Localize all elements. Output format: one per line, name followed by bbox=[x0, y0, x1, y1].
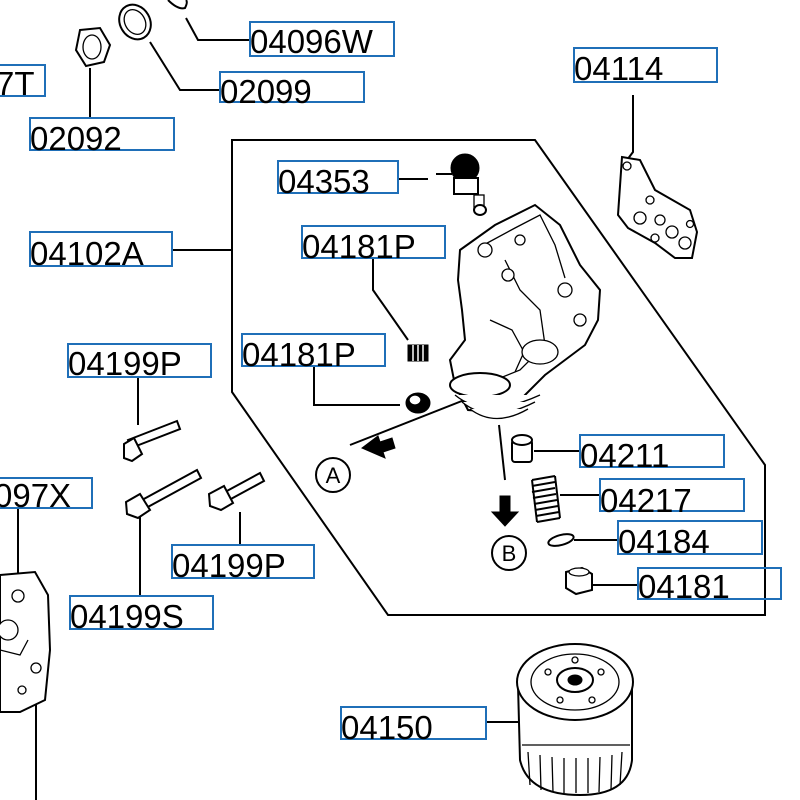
callout-04114-box[interactable] bbox=[573, 47, 718, 83]
bolt-04199p-upper bbox=[123, 419, 182, 463]
bracket-04114 bbox=[616, 155, 699, 259]
callout-04199p-low[interactable]: 04199P bbox=[171, 544, 315, 584]
view-marker-a: A bbox=[315, 457, 351, 493]
gasket-02099 bbox=[118, 3, 152, 41]
callout-04096w-text: 04096W bbox=[250, 23, 374, 60]
callout-04217-box[interactable] bbox=[599, 478, 745, 512]
oil-filter-04150 bbox=[516, 643, 634, 797]
callout-04181p-top[interactable]: 04181P bbox=[301, 225, 446, 265]
plug-04181p-round bbox=[405, 392, 431, 414]
callout-04114-text: 04114 bbox=[574, 50, 663, 87]
engine-block-fragment bbox=[0, 570, 52, 713]
view-arrow-b bbox=[490, 495, 520, 527]
callout-04181p-mid-text: 04181P bbox=[242, 336, 356, 373]
callout-04181p-top-box[interactable] bbox=[301, 225, 446, 259]
callout-04199p-low-box[interactable] bbox=[171, 544, 315, 579]
gasket-02092 bbox=[74, 26, 112, 68]
bolt-04199s bbox=[124, 468, 203, 520]
spring-04217 bbox=[531, 475, 561, 523]
callout-7t[interactable]: 7T bbox=[0, 64, 46, 102]
callout-04211[interactable]: 04211 bbox=[579, 434, 725, 474]
callout-04184-box[interactable] bbox=[617, 520, 763, 555]
view-arrow-a bbox=[361, 435, 396, 459]
callout-04184-text: 04184 bbox=[618, 523, 710, 560]
callout-04102a[interactable]: 04102A bbox=[29, 231, 173, 272]
callout-04353-box[interactable] bbox=[277, 160, 399, 194]
callout-04181[interactable]: 04181 bbox=[637, 567, 782, 605]
callout-04181p-mid-box[interactable] bbox=[241, 333, 386, 367]
callout-04217[interactable]: 04217 bbox=[599, 478, 745, 519]
callout-04181-box[interactable] bbox=[637, 567, 782, 600]
callout-04353-text: 04353 bbox=[278, 163, 370, 200]
callout-097x-box[interactable] bbox=[0, 477, 93, 509]
callout-04181p-mid[interactable]: 04181P bbox=[241, 333, 386, 373]
callout-04199p-left-text: 04199P bbox=[68, 345, 182, 382]
callout-04199s-text: 04199S bbox=[70, 598, 184, 635]
valve-04211 bbox=[511, 434, 533, 463]
callout-04211-box[interactable] bbox=[579, 434, 725, 468]
callout-04199p-left[interactable]: 04199P bbox=[67, 343, 212, 382]
callout-04211-text: 04211 bbox=[580, 437, 669, 474]
view-marker-b-label: B bbox=[502, 541, 517, 566]
callout-04217-text: 04217 bbox=[600, 482, 692, 519]
plug-04181 bbox=[565, 566, 593, 596]
callout-04199p-left-box[interactable] bbox=[67, 343, 212, 378]
callout-04181-text: 04181 bbox=[638, 568, 730, 605]
callout-7t-box[interactable] bbox=[0, 64, 46, 97]
callout-04184[interactable]: 04184 bbox=[617, 520, 763, 560]
callout-02092-text: 02092 bbox=[30, 120, 122, 157]
callout-7t-text: 7T bbox=[0, 65, 35, 102]
callout-04181p-top-text: 04181P bbox=[302, 228, 416, 265]
callout-04096w[interactable]: 04096W bbox=[249, 21, 395, 60]
callout-097x[interactable]: 097X bbox=[0, 477, 93, 514]
plug-04181p-square bbox=[407, 344, 429, 362]
callout-04199s[interactable]: 04199S bbox=[69, 595, 214, 635]
callout-02099[interactable]: 02099 bbox=[219, 71, 365, 110]
callout-02092-box[interactable] bbox=[29, 117, 175, 151]
ring-04184 bbox=[547, 533, 575, 547]
callout-04199s-box[interactable] bbox=[69, 595, 214, 630]
callout-02092[interactable]: 02092 bbox=[29, 117, 175, 157]
callout-02099-box[interactable] bbox=[219, 71, 365, 103]
callout-04150-box[interactable] bbox=[340, 706, 487, 740]
callout-04096w-box[interactable] bbox=[249, 21, 395, 57]
callout-04150[interactable]: 04150 bbox=[340, 706, 487, 746]
callout-04150-text: 04150 bbox=[341, 709, 433, 746]
callout-04102a-box[interactable] bbox=[29, 231, 173, 267]
bolt-04199p-lower bbox=[207, 471, 266, 512]
callout-04353[interactable]: 04353 bbox=[277, 160, 399, 200]
filter-bracket-body bbox=[448, 203, 602, 420]
callout-02099-text: 02099 bbox=[220, 73, 312, 110]
o-ring-04096w bbox=[167, 0, 188, 10]
callout-097x-text: 097X bbox=[0, 477, 71, 514]
view-marker-b: B bbox=[491, 535, 527, 571]
sensor-04353 bbox=[450, 153, 487, 216]
callout-04102a-text: 04102A bbox=[30, 235, 144, 272]
view-marker-a-label: A bbox=[326, 463, 341, 488]
callout-04199p-low-text: 04199P bbox=[172, 547, 286, 584]
assembly-frame bbox=[231, 139, 766, 616]
callout-04114[interactable]: 04114 bbox=[573, 47, 718, 87]
